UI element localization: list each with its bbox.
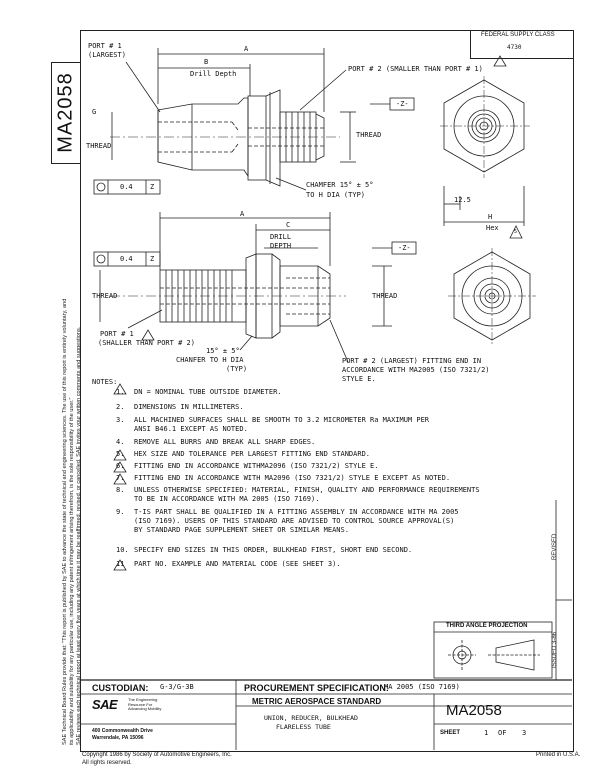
federal-supply-class-box: FEDERAL SUPPLY CLASS 4730	[470, 30, 573, 59]
bottom-port1: PORT # 1	[100, 330, 134, 338]
top-letter-g: G	[92, 108, 97, 116]
revised-label: REVISED	[552, 533, 558, 560]
top-fcf-value: 0.4	[120, 183, 133, 191]
end-hex: Hex	[486, 224, 499, 232]
standard-title: METRIC AEROSPACE STANDARD	[252, 697, 382, 706]
top-chamfer: CHAMFER 15° ± 5°	[306, 181, 374, 189]
bottom-port2-line2: ACCORDANCE WITH MA2005 (ISO 7321/2)	[342, 366, 490, 374]
procurement-value: MA 2005 (ISO 7169)	[384, 683, 460, 691]
note-number: 10.	[116, 546, 129, 554]
top-chamfer-sub: TO H DIA (TYP)	[306, 191, 366, 199]
issued-label: ISSUED 3-86	[552, 631, 558, 668]
sheet-total: 3	[522, 729, 527, 737]
note-number: 1.	[116, 388, 125, 396]
note-number: 8.	[116, 486, 125, 494]
side-document-id: MA2058	[51, 62, 81, 164]
bottom-thread-left: THREAD	[92, 292, 118, 300]
note-number: 7.	[116, 474, 125, 482]
note-text: FITTING END IN ACCORDANCE WITH MA2096 (I…	[134, 474, 451, 482]
copyright-line-2: All rights reserved.	[82, 760, 132, 766]
bottom-port1-sub: (SHALLER THAN PORT # 2)	[98, 339, 195, 347]
top-datum-z: -Z-	[396, 100, 409, 108]
top-port2-label: PORT # 2 (SMALLER THAN PORT # 1)	[348, 65, 483, 73]
sheet-label: SHEET	[440, 730, 461, 736]
bottom-datum-z: -Z-	[398, 244, 411, 252]
top-thread-left: THREAD	[86, 142, 112, 150]
sheet-number: 1	[484, 729, 489, 737]
sae-logo: SAE	[92, 697, 118, 712]
end-view-upper	[440, 76, 530, 239]
note-text: T-IS PART SHALL BE QUALIFIED IN A FITTIN…	[134, 508, 459, 516]
fsc-value: 4730	[507, 44, 522, 51]
note-text: DIMENSIONS IN MILLIMETERS.	[134, 403, 244, 411]
bottom-chamfer: CHANFER TO H DIA	[176, 356, 244, 364]
top-thread-right: THREAD	[356, 131, 382, 139]
bottom-fcf-datum: Z	[150, 255, 155, 263]
top-dim-a: A	[244, 45, 249, 53]
drawing-frame	[80, 30, 574, 752]
sae-tagline-1: The Engineering	[128, 697, 158, 702]
top-drill-depth: Drill Depth	[190, 70, 237, 78]
custodian-label: CUSTODIAN:	[92, 683, 149, 693]
note-text: HEX SIZE AND TOLERANCE PER LARGEST FITTI…	[134, 450, 371, 458]
sae-tagline-2: Resource For	[128, 701, 153, 707]
note-text: PART NO. EXAMPLE AND MATERIAL CODE (SEE …	[134, 560, 341, 568]
end-flag-number: 5	[514, 229, 518, 235]
note-text: SPECIFY END SIZES IN THIS ORDER, BULKHEA…	[134, 546, 413, 554]
note-text: REMOVE ALL BURRS AND BREAK ALL SHARP EDG…	[134, 438, 316, 446]
procurement-label: PROCUREMENT SPECIFICATION:	[244, 683, 389, 693]
document-number: MA2058	[446, 702, 502, 719]
note-text: BY STANDARD PAGE SUPPLEMENT SHEET OR SIM…	[134, 526, 349, 534]
end-dim-12-5: 12.5	[454, 196, 471, 204]
note-text: UNLESS OTHERWISE SPECIFIED: MATERIAL, FI…	[134, 486, 480, 494]
top-port1-label: PORT # 1	[88, 42, 122, 50]
note-text: TO BE IN ACCORDANCE WITH MA 2005 (ISO 71…	[134, 495, 320, 503]
bottom-depth: DEPTH	[270, 242, 292, 250]
note-text: ANSI B46.1 EXCEPT AS NOTED.	[134, 425, 248, 433]
end-h: H	[488, 213, 493, 221]
note-text: FITTING END IN ACCORDANCE WITHMA2096 (IS…	[134, 462, 379, 470]
note-number: 6.	[116, 462, 125, 470]
top-port1-sub: (LARGEST)	[88, 51, 126, 59]
bottom-dim-c: C	[286, 221, 291, 229]
fsc-label: FEDERAL SUPPLY CLASS	[481, 32, 555, 38]
bottom-chamfer-sub: (TYP)	[226, 365, 248, 373]
note-number: 4.	[116, 438, 125, 446]
part-description-2: FLARELESS TUBE	[276, 723, 331, 731]
top-side-view	[93, 48, 507, 195]
bottom-dim-a: A	[240, 210, 245, 218]
third-angle-label: THIRD ANGLE PROJECTION	[446, 623, 528, 629]
note-number: 3.	[116, 416, 125, 424]
note-text: DN = NOMINAL TUBE OUTSIDE DIAMETER.	[134, 388, 282, 396]
end-view-lower	[448, 248, 536, 344]
note-text: ALL MACHINED SURFACES SHALL BE SMOOTH TO…	[134, 416, 430, 424]
bottom-drill: DRILL	[270, 233, 292, 241]
printed-in: Printed in U.S.A.	[536, 752, 581, 758]
note-number: 9.	[116, 508, 125, 516]
top-dim-b: B	[204, 58, 209, 66]
bottom-port2: PORT # 2 (LARGEST) FITTING END IN	[342, 357, 482, 365]
sae-tagline-3: Advancing Mobility	[128, 706, 162, 711]
sae-tagline: The Engineering Resource For Advancing M…	[128, 697, 162, 712]
sheet-of: OF	[498, 729, 507, 737]
bottom-chamfer-angle: 15° ± 5°	[206, 347, 240, 355]
bottom-fcf-value: 0.4	[120, 255, 133, 263]
bottom-side-view	[93, 212, 417, 363]
top-fcf-datum: Z	[150, 183, 155, 191]
address-line-2: Warrendale, PA 15096	[92, 735, 144, 741]
part-description-1: UNION, REDUCER, BULKHEAD	[264, 714, 358, 722]
custodian-value: G-3/G-3B	[160, 683, 194, 691]
bottom-port2-line3: STYLE E.	[342, 375, 376, 383]
notes-heading: NOTES:	[92, 378, 118, 386]
note-number: 5.	[116, 450, 125, 458]
note-text: (ISO 7169). USERS OF THIS STANDARD ARE A…	[134, 517, 455, 525]
copyright-line-1: Copyright 1986 by Society of Automotive …	[82, 752, 232, 758]
note-number: 11	[116, 560, 125, 568]
bottom-thread-right: THREAD	[372, 292, 398, 300]
note-number: 2.	[116, 403, 125, 411]
address-line-1: 400 Commonwealth Drive	[92, 728, 153, 734]
